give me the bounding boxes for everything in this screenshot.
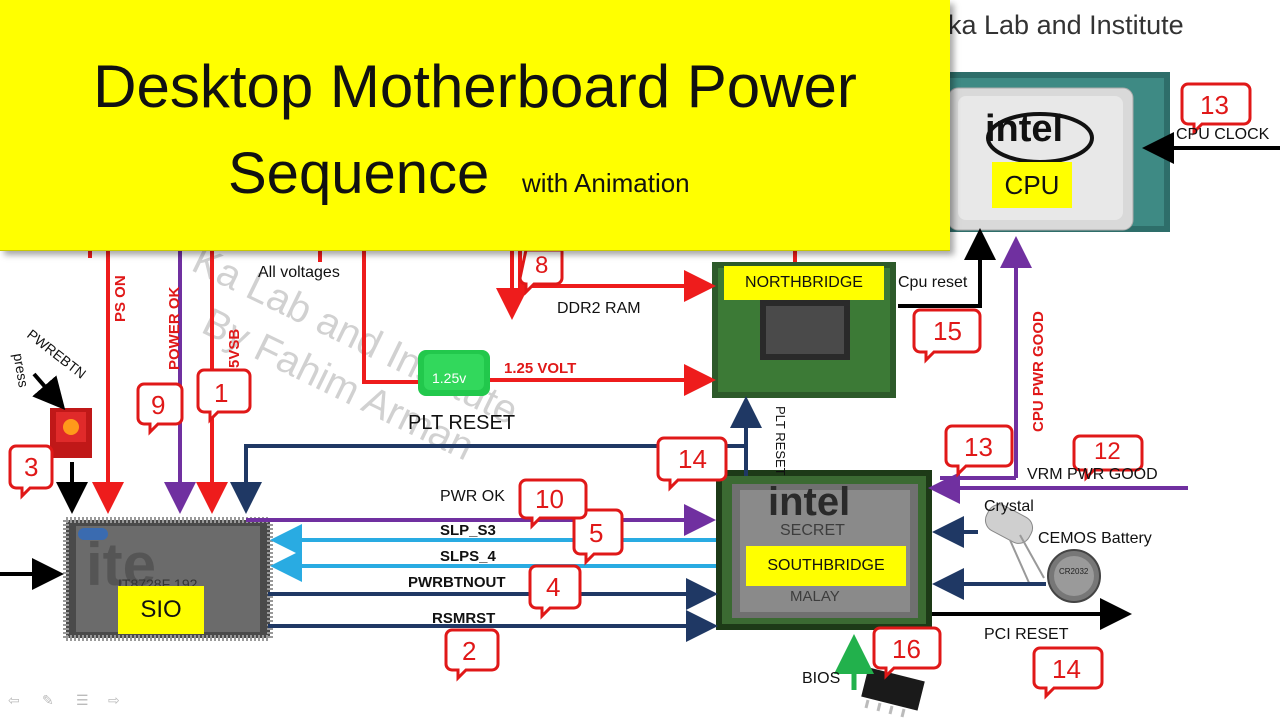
step-callout-16 bbox=[872, 626, 942, 680]
all-voltages-label: All voltages bbox=[258, 264, 340, 281]
volt-125-label: 1.25 VOLT bbox=[504, 360, 577, 377]
step-14-plt: 14 bbox=[678, 444, 707, 474]
step-10: 10 bbox=[535, 484, 564, 514]
step-13-cpu: 13 bbox=[1200, 90, 1229, 120]
step-callout-14a bbox=[656, 436, 728, 492]
vrm-pwr-good-label: VRM PWR GOOD bbox=[1027, 466, 1158, 483]
step-13-sb: 13 bbox=[964, 432, 993, 462]
power-ok-label: POWER OK bbox=[166, 286, 183, 370]
cmos-battery bbox=[1047, 549, 1101, 603]
crystal-label: Crystal bbox=[984, 498, 1034, 515]
pwr-ok-label: PWR OK bbox=[440, 488, 505, 505]
cpu-chip bbox=[930, 72, 1170, 232]
pci-reset-label: PCI RESET bbox=[984, 626, 1069, 643]
regulator-label: 1.25v bbox=[432, 370, 467, 386]
prev-slide-icon[interactable]: ⇦ bbox=[8, 692, 20, 708]
bios-chip bbox=[861, 667, 925, 718]
cmos-battery-label: CEMOS Battery bbox=[1038, 530, 1152, 547]
ddr2-line bbox=[518, 250, 716, 302]
step-callout-15 bbox=[912, 308, 982, 364]
regulator-125v bbox=[418, 350, 490, 396]
step-callout-13a bbox=[1180, 82, 1252, 136]
step-15: 15 bbox=[933, 316, 962, 346]
plt-reset-label: PLT RESET bbox=[408, 412, 516, 434]
step-16: 16 bbox=[892, 634, 921, 664]
step-callout-13b bbox=[944, 424, 1014, 478]
pen-icon[interactable]: ✎ bbox=[42, 692, 54, 708]
cpu-reset-line bbox=[898, 228, 996, 308]
step-callout-2 bbox=[444, 628, 500, 682]
step-12: 12 bbox=[1094, 438, 1121, 465]
southbridge-brand-logo: intel bbox=[768, 480, 851, 524]
battery-text: CR2032 bbox=[1059, 567, 1089, 576]
title-line2: Sequence bbox=[228, 141, 490, 206]
southbridge-chip-text: SECRET bbox=[780, 522, 845, 539]
step-callout-1 bbox=[196, 368, 252, 424]
step-callout-8 bbox=[518, 248, 564, 296]
step-2: 2 bbox=[462, 636, 477, 666]
rsmrst-label: RSMRST bbox=[432, 610, 496, 627]
press-arrow bbox=[32, 372, 66, 411]
step-callout-3 bbox=[8, 444, 54, 500]
cpu-brand-logo: intel bbox=[985, 108, 1064, 150]
southbridge-chip-text2: MALAY bbox=[790, 588, 840, 605]
step-callout-12 bbox=[1072, 434, 1144, 482]
step-1: 1 bbox=[214, 378, 229, 408]
all-voltages-line bbox=[362, 250, 418, 384]
plt-reset-sio-line bbox=[230, 444, 748, 514]
step-callout-4 bbox=[528, 564, 582, 620]
plt-reset-vertical-label: PLT RESET bbox=[773, 406, 788, 476]
ddr2-label: DDR2 RAM bbox=[557, 300, 641, 317]
slp-s3-label: SLP_S3 bbox=[440, 522, 496, 539]
step-3: 3 bbox=[24, 452, 39, 482]
5vsb-label: 5VSB bbox=[226, 328, 243, 368]
crystal-component bbox=[984, 504, 1045, 586]
pwrbtnout-label: PWRBTNOUT bbox=[408, 574, 506, 591]
step-4: 4 bbox=[546, 572, 561, 602]
sio-label: SIO bbox=[118, 586, 204, 634]
power-button-icon bbox=[50, 408, 92, 458]
slps-4-label: SLPS_4 bbox=[440, 548, 496, 565]
step-callout-9 bbox=[136, 382, 184, 436]
northbridge-label: NORTHBRIDGE bbox=[724, 266, 884, 300]
step-callout-10 bbox=[518, 478, 588, 530]
ps-on-label: PS ON bbox=[112, 275, 129, 322]
step-8: 8 bbox=[535, 252, 549, 279]
title-suffix: with Animation bbox=[522, 168, 690, 198]
menu-icon[interactable]: ☰ bbox=[76, 692, 89, 708]
next-slide-icon[interactable]: ⇨ bbox=[108, 692, 120, 708]
header-text: ka Lab and Institute bbox=[948, 10, 1184, 40]
step-9: 9 bbox=[151, 390, 166, 420]
southbridge-label: SOUTHBRIDGE bbox=[746, 546, 906, 586]
step-14-pci: 14 bbox=[1052, 654, 1081, 684]
cpu-reset-label: Cpu reset bbox=[898, 274, 968, 291]
step-5: 5 bbox=[589, 518, 604, 548]
cpu-pwr-good-label: CPU PWR GOOD bbox=[1030, 311, 1047, 432]
step-callout-14b bbox=[1032, 646, 1104, 700]
title-banner: Desktop Motherboard Power Sequence with … bbox=[0, 0, 950, 251]
bios-label: BIOS bbox=[802, 670, 841, 687]
cpu-clock-label: CPU CLOCK bbox=[1176, 126, 1270, 143]
cpu-label: CPU bbox=[992, 162, 1072, 208]
title-line1: Desktop Motherboard Power bbox=[93, 53, 857, 120]
